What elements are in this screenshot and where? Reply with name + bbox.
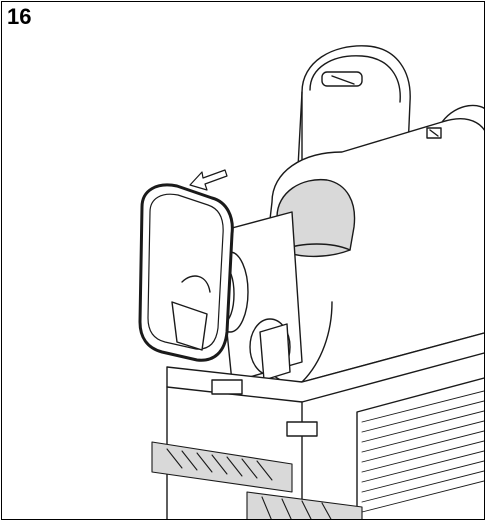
front-lid [276,178,356,258]
arrow-left-up-icon [189,169,228,191]
drip-trays [151,441,363,519]
side-grille [356,377,484,519]
removable-gasket-cover [138,183,234,362]
step-number: 16 [7,4,32,29]
